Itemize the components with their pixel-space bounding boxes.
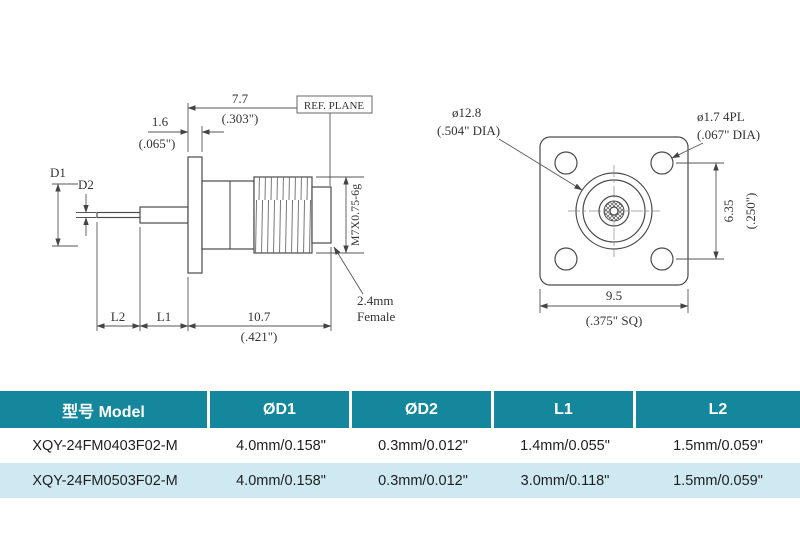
thread-texture xyxy=(254,177,312,253)
spec-table: 型号 Model ØD1 ØD2 L1 L2 XQY-24FM0403F02-M… xyxy=(0,391,800,498)
leader-hole-dia xyxy=(671,142,704,159)
dim-7-7-label: 7.7 xyxy=(232,91,249,106)
col-header-l1: L1 xyxy=(494,391,636,428)
dim-flange-size-label: 9.5 xyxy=(606,288,622,303)
leader-center-dia xyxy=(498,138,583,191)
dim-10-7-inch-label: (.421") xyxy=(241,329,278,344)
interface-label-line1: 2.4mm xyxy=(357,293,393,308)
ref-plane-label: REF. PLANE xyxy=(304,100,365,112)
center-dia-label: ø12.8 xyxy=(452,105,481,120)
cell-d1: 4.0mm/0.158" xyxy=(236,472,326,489)
cell-d2: 0.3mm/0.012" xyxy=(378,472,468,489)
mounting-flange xyxy=(187,156,203,274)
dim-d1-label: D1 xyxy=(50,165,66,180)
dim-flange-size-inch-label: (.375" SQ) xyxy=(586,313,643,328)
leader-interface xyxy=(333,246,364,295)
center-dia-inch-label: (.504" DIA) xyxy=(437,123,500,138)
dim-1-6-inch-label: (.065") xyxy=(139,136,176,151)
col-header-d1: ØD1 xyxy=(210,391,352,428)
cell-d2: 0.3mm/0.012" xyxy=(378,437,468,454)
col-header-model: 型号 Model xyxy=(0,391,210,428)
thread-spec-label: M7X0.75-6g xyxy=(348,184,362,246)
side-view: 7.7 (.303") 1.6 (.065") REF. PLANE D1 D2 xyxy=(50,91,395,344)
dim-d2-label: D2 xyxy=(78,177,94,192)
mounting-hole xyxy=(554,151,578,175)
mounting-hole xyxy=(554,247,578,271)
technical-drawing: 7.7 (.303") 1.6 (.065") REF. PLANE D1 D2 xyxy=(50,91,760,344)
table-row: XQY-24FM0403F02-M 4.0mm/0.158" 0.3mm/0.0… xyxy=(0,428,800,463)
dim-pitch-inch-label: (.250") xyxy=(743,193,758,230)
front-view: ø12.8 (.504" DIA) ø1.7 4PL (.067" DIA) 6… xyxy=(437,105,760,328)
table-header-row: 型号 Model ØD1 ØD2 L1 L2 xyxy=(0,391,800,428)
insulator-circle xyxy=(598,195,630,227)
col-header-l2: L2 xyxy=(636,391,800,428)
dim-pitch-label: 6.35 xyxy=(721,200,736,223)
dim-1-6-label: 1.6 xyxy=(152,114,169,129)
interface-end xyxy=(311,186,332,244)
cell-model: XQY-24FM0503F02-M xyxy=(32,472,178,489)
col-header-d2: ØD2 xyxy=(352,391,494,428)
mounting-hole xyxy=(650,247,674,271)
center-contact-circle xyxy=(609,206,619,216)
cell-l2: 1.5mm/0.059" xyxy=(673,472,763,489)
hole-dia-inch-label: (.067" DIA) xyxy=(697,127,760,142)
interface-label-line2: Female xyxy=(357,309,395,324)
mounting-hole xyxy=(650,151,674,175)
cell-model: XQY-24FM0403F02-M xyxy=(32,437,178,454)
cell-l1: 1.4mm/0.055" xyxy=(520,437,610,454)
cell-l2: 1.5mm/0.059" xyxy=(673,437,763,454)
dim-l1-label: L1 xyxy=(157,309,171,324)
dim-7-7-inch-label: (.303") xyxy=(222,111,259,126)
ref-plane-box xyxy=(296,95,373,114)
dim-10-7-label: 10.7 xyxy=(248,309,271,324)
dim-l2-label: L2 xyxy=(111,309,125,324)
dielectric-sleeve xyxy=(139,206,189,224)
table-row: XQY-24FM0503F02-M 4.0mm/0.158" 0.3mm/0.0… xyxy=(0,463,800,498)
hole-dia-label: ø1.7 4PL xyxy=(697,109,745,124)
cell-l1: 3.0mm/0.118" xyxy=(520,472,610,489)
connector-body xyxy=(201,180,255,250)
cell-d1: 4.0mm/0.158" xyxy=(236,437,326,454)
